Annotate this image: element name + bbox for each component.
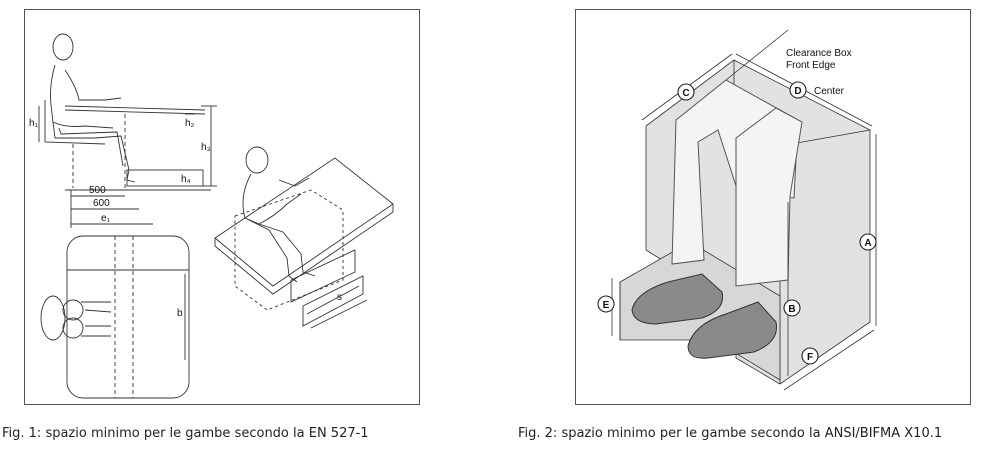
person-top-view [40, 295, 66, 341]
person-head-side [52, 33, 74, 61]
marker-c [677, 83, 695, 101]
marker-a [859, 233, 877, 251]
figure-en527-1: 500 600 e₁ h₁ h₂ h₃ h₄ b s [24, 9, 420, 405]
left-shoe [631, 273, 724, 325]
dim-h1: h₁ [29, 118, 39, 129]
ansi-bifma-diagram: C D A B E F Clearance Box Front Edge Cen… [597, 29, 877, 391]
marker-f [801, 347, 819, 365]
front-edge-title: Front Edge [786, 60, 836, 71]
marker-b [783, 299, 801, 317]
desk-top-view [66, 235, 190, 399]
figure2-caption: Fig. 2: spazio minimo per le gambe secon… [518, 426, 943, 441]
marker-a-label: A [864, 238, 871, 249]
marker-e [597, 295, 615, 313]
marker-d [789, 81, 807, 99]
clearance-box-title: Clearance Box [786, 48, 852, 59]
marker-e-label: E [603, 300, 610, 311]
dim-h4: h₄ [181, 174, 191, 185]
figure-ansi-bifma: C D A B E F Clearance Box Front Edge Cen… [575, 9, 971, 405]
marker-c-label: C [682, 88, 689, 99]
dim-600: 600 [93, 198, 110, 209]
desk-top-side [64, 105, 206, 111]
marker-b-label: B [788, 304, 795, 315]
desk-isometric [214, 157, 394, 287]
dim-h3: h₃ [201, 142, 211, 153]
dim-e1: e₁ [101, 213, 111, 224]
dim-b: b [177, 308, 183, 319]
dim-h2: h₂ [185, 118, 195, 129]
figure1-caption: Fig. 1: spazio minimo per le gambe secon… [2, 426, 369, 441]
person-torso-side [50, 64, 114, 129]
center-label: Center [814, 86, 845, 97]
right-shoe [687, 301, 778, 359]
dim-500: 500 [89, 185, 106, 196]
right-trouser-leg [735, 107, 803, 287]
dim-s: s [337, 292, 342, 303]
marker-d-label: D [794, 86, 801, 97]
en527-diagram: 500 600 e₁ h₁ h₂ h₃ h₄ b s [29, 33, 394, 399]
marker-f-label: F [807, 352, 813, 363]
